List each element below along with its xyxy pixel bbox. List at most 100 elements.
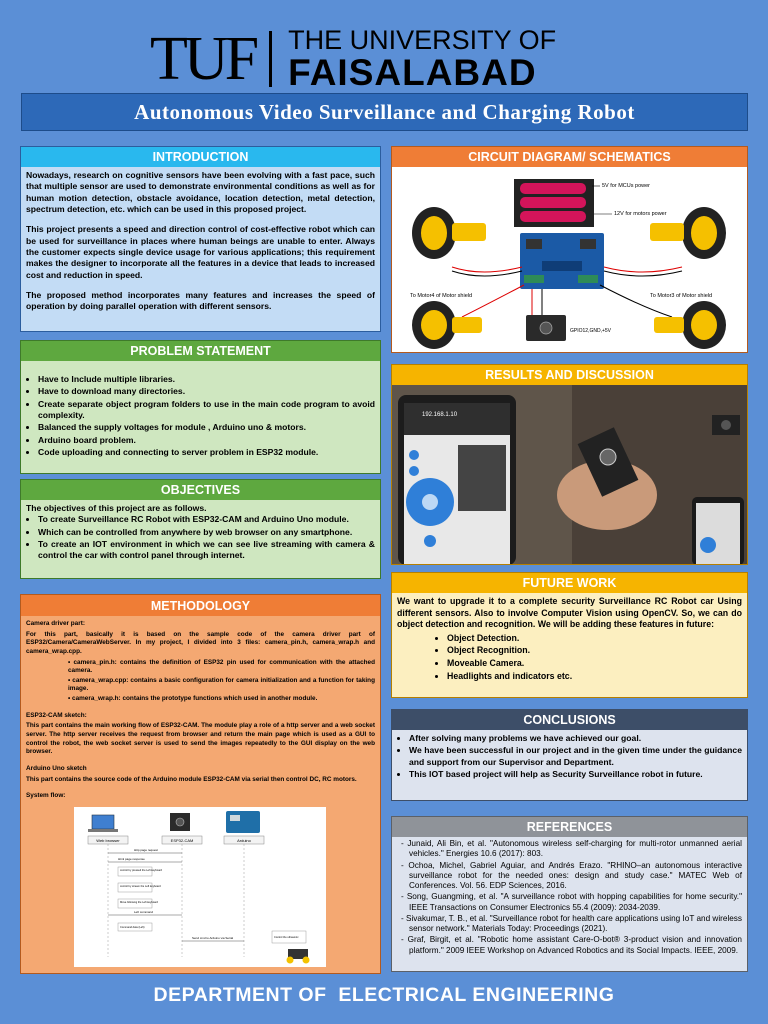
circuit-schematic: 5V for MCUs power 12V for motors power G… <box>410 179 726 349</box>
future-work-section: FUTURE WORK We want to upgrade it to a c… <box>391 572 748 698</box>
problem-item: Have to Include multiple libraries. <box>38 374 375 385</box>
objective-item: To create Surveillance RC Robot with ESP… <box>38 514 375 525</box>
problem-item: Arduino board problem. <box>38 435 375 446</box>
university-logo: TUF THE UNIVERSITY OF FAISALABAD <box>150 24 620 94</box>
label-12v: 12V for motors power <box>614 211 667 217</box>
introduction-body: Nowadays, research on cognitive sensors … <box>21 167 380 325</box>
problem-body: Have to Include multiple libraries. Have… <box>21 361 380 462</box>
future-heading: FUTURE WORK <box>392 573 747 593</box>
problem-statement-section: PROBLEM STATEMENT Have to Include multip… <box>20 340 381 474</box>
esp32-cam-module <box>526 315 566 341</box>
conclusions-section: CONCLUSIONS After solving many problems … <box>391 709 748 801</box>
problem-item: Create separate object program folders t… <box>38 399 375 422</box>
esp32-sketch-title: ESP32-CAM sketch: <box>26 711 87 719</box>
intro-paragraph: The proposed method incorporates many fe… <box>26 290 375 312</box>
poster-title-banner: Autonomous Video Surveillance and Chargi… <box>21 93 748 131</box>
problem-heading: PROBLEM STATEMENT <box>21 341 380 361</box>
footer-text: DEPARTMENT OF ELECTRICAL ENGINEERING <box>153 983 615 1006</box>
esp32-module-photo <box>712 415 740 435</box>
phone-small <box>692 497 744 564</box>
reference-item: - Junaid, Ali Bin, et al. "Autonomous wi… <box>401 839 742 859</box>
objective-item: Which can be controlled from anywhere by… <box>38 527 375 538</box>
conclusion-item: This IOT based project will help as Secu… <box>409 769 742 780</box>
camera-driver-text: For this part, basically it is based on … <box>26 630 375 655</box>
introduction-heading: INTRODUCTION <box>21 147 380 167</box>
conclusion-item: After solving many problems we have achi… <box>409 733 742 744</box>
label-5v: 5V for MCUs power <box>602 183 650 189</box>
motor-shield-board <box>520 233 604 289</box>
wheel-rear-left <box>412 301 482 349</box>
label-motor3: To Motor3 of Motor shield <box>650 293 712 299</box>
methodology-heading: METHODOLOGY <box>21 595 380 616</box>
intro-paragraph: Nowadays, research on cognitive sensors … <box>26 170 375 215</box>
poster-title: Autonomous Video Surveillance and Chargi… <box>134 99 635 124</box>
objectives-section: OBJECTIVES The objectives of this projec… <box>20 479 381 579</box>
esp32-in-hand <box>557 427 657 530</box>
reference-text: Song, Guangming, et al. "A surveillance … <box>406 892 742 912</box>
references-heading: REFERENCES <box>392 817 747 837</box>
flow-msg: Move following the Left keyboard <box>120 900 158 904</box>
flow-col-esp32: ESP32-CAM <box>171 838 194 843</box>
reference-item: - Song, Guangming, et al. "A surveillanc… <box>401 892 742 912</box>
robot-car-icon <box>286 949 310 964</box>
future-item: Object Detection. <box>447 633 742 645</box>
methodology-body: Camera driver part: For this part, basic… <box>21 616 380 807</box>
reference-item: - Ochoa, Michel, Gabriel Aguiar, and And… <box>401 860 742 891</box>
references-section: REFERENCES - Junaid, Ali Bin, et al. "Au… <box>391 816 748 972</box>
problem-item: Code uploading and connecting to server … <box>38 447 375 458</box>
objectives-intro: The objectives of this project are as fo… <box>26 503 207 513</box>
flow-msg: Html page response <box>118 857 145 861</box>
browser-laptop-icon <box>88 814 118 832</box>
reference-text: Junaid, Ali Bin, et al. "Autonomous wire… <box>407 839 742 859</box>
circuit-heading: CIRCUIT DIAGRAM/ SCHEMATICS <box>392 147 747 167</box>
phone-app-screenshot <box>398 395 516 564</box>
reference-text: Ochoa, Michel, Gabriel Aguiar, and André… <box>408 860 742 891</box>
conclusions-body: After solving many problems we have achi… <box>392 730 747 784</box>
references-body: - Junaid, Ali Bin, et al. "Autonomous wi… <box>392 837 747 960</box>
problem-item: Have to download many directories. <box>38 386 375 397</box>
flow-col-browser: Web browser <box>96 838 120 843</box>
wheel-front-right <box>650 207 726 259</box>
future-text: We want to upgrade it to a complete secu… <box>397 596 742 630</box>
logo-wordmark: THE UNIVERSITY OF FAISALABAD <box>288 27 556 93</box>
arduino-board-icon <box>226 811 260 833</box>
methodology-section: METHODOLOGY Camera driver part: For this… <box>20 594 381 974</box>
objectives-body: The objectives of this project are as fo… <box>21 500 380 566</box>
flow-col-arduino: Arduino <box>237 838 252 843</box>
wheel-rear-right <box>654 301 726 349</box>
logo-mark: TUF <box>150 25 259 93</box>
arduino-sketch-title: Arduino Uno sketch <box>26 764 87 772</box>
intro-paragraph: This project presents a speed and direct… <box>26 224 375 280</box>
camera-file-item: camera_wrap.h: contains the prototype fu… <box>68 695 375 704</box>
results-heading: RESULTS AND DISCUSSION <box>392 365 747 385</box>
objective-item: To create an IOT environment in which we… <box>38 539 375 562</box>
camera-driver-title: Camera driver part: <box>26 620 85 627</box>
objectives-heading: OBJECTIVES <box>21 480 380 500</box>
logo-line2: FAISALABAD <box>288 52 537 93</box>
system-flow-title: System flow: <box>26 792 66 800</box>
conclusion-item: We have been successful in our project a… <box>409 745 742 768</box>
flow-msg: control by pressed the Left keyboard <box>120 868 163 872</box>
circuit-diagram-section: CIRCUIT DIAGRAM/ SCHEMATICS 5V for MCUs … <box>391 146 748 353</box>
flow-msg: Send cmd to Arduino via Serial <box>192 936 233 940</box>
future-item: Moveable Camera. <box>447 658 742 670</box>
camera-file-item: camera_wrap.cpp: contains a basic config… <box>68 677 375 694</box>
flow-msg: Left command <box>134 910 153 914</box>
results-section: RESULTS AND DISCUSSION 192.168.1.10 <box>391 364 748 565</box>
department-footer: DEPARTMENT OF ELECTRICAL ENGINEERING <box>0 982 768 1008</box>
reference-text: Graf, Birgit, et al. "Robotic home assis… <box>407 935 742 955</box>
conclusions-heading: CONCLUSIONS <box>392 710 747 730</box>
esp32-sketch-text: This part contains the main working flow… <box>26 722 375 756</box>
reference-item: - Graf, Birgit, et al. "Robotic home ass… <box>401 935 742 955</box>
reference-item: - Sivakumar, T. B., et al. "Surveillance… <box>401 913 742 933</box>
esp32-board-icon <box>170 813 190 831</box>
battery-pack <box>514 179 594 227</box>
label-motor4: To Motor4 of Motor shield <box>410 293 472 299</box>
flow-msg: control by stream the Left keyboard <box>120 884 161 888</box>
arduino-sketch-text: This part contains the source code of th… <box>26 775 357 783</box>
future-item: Headlights and indicators etc. <box>447 671 742 683</box>
label-gpio: GPIO12,GND,+5V <box>570 328 612 334</box>
reference-text: Sivakumar, T. B., et al. "Surveillance r… <box>406 913 742 933</box>
camera-file-item: camera_pin.h: contains the definition of… <box>68 659 375 676</box>
phone-ip-text: 192.168.1.10 <box>422 412 458 418</box>
